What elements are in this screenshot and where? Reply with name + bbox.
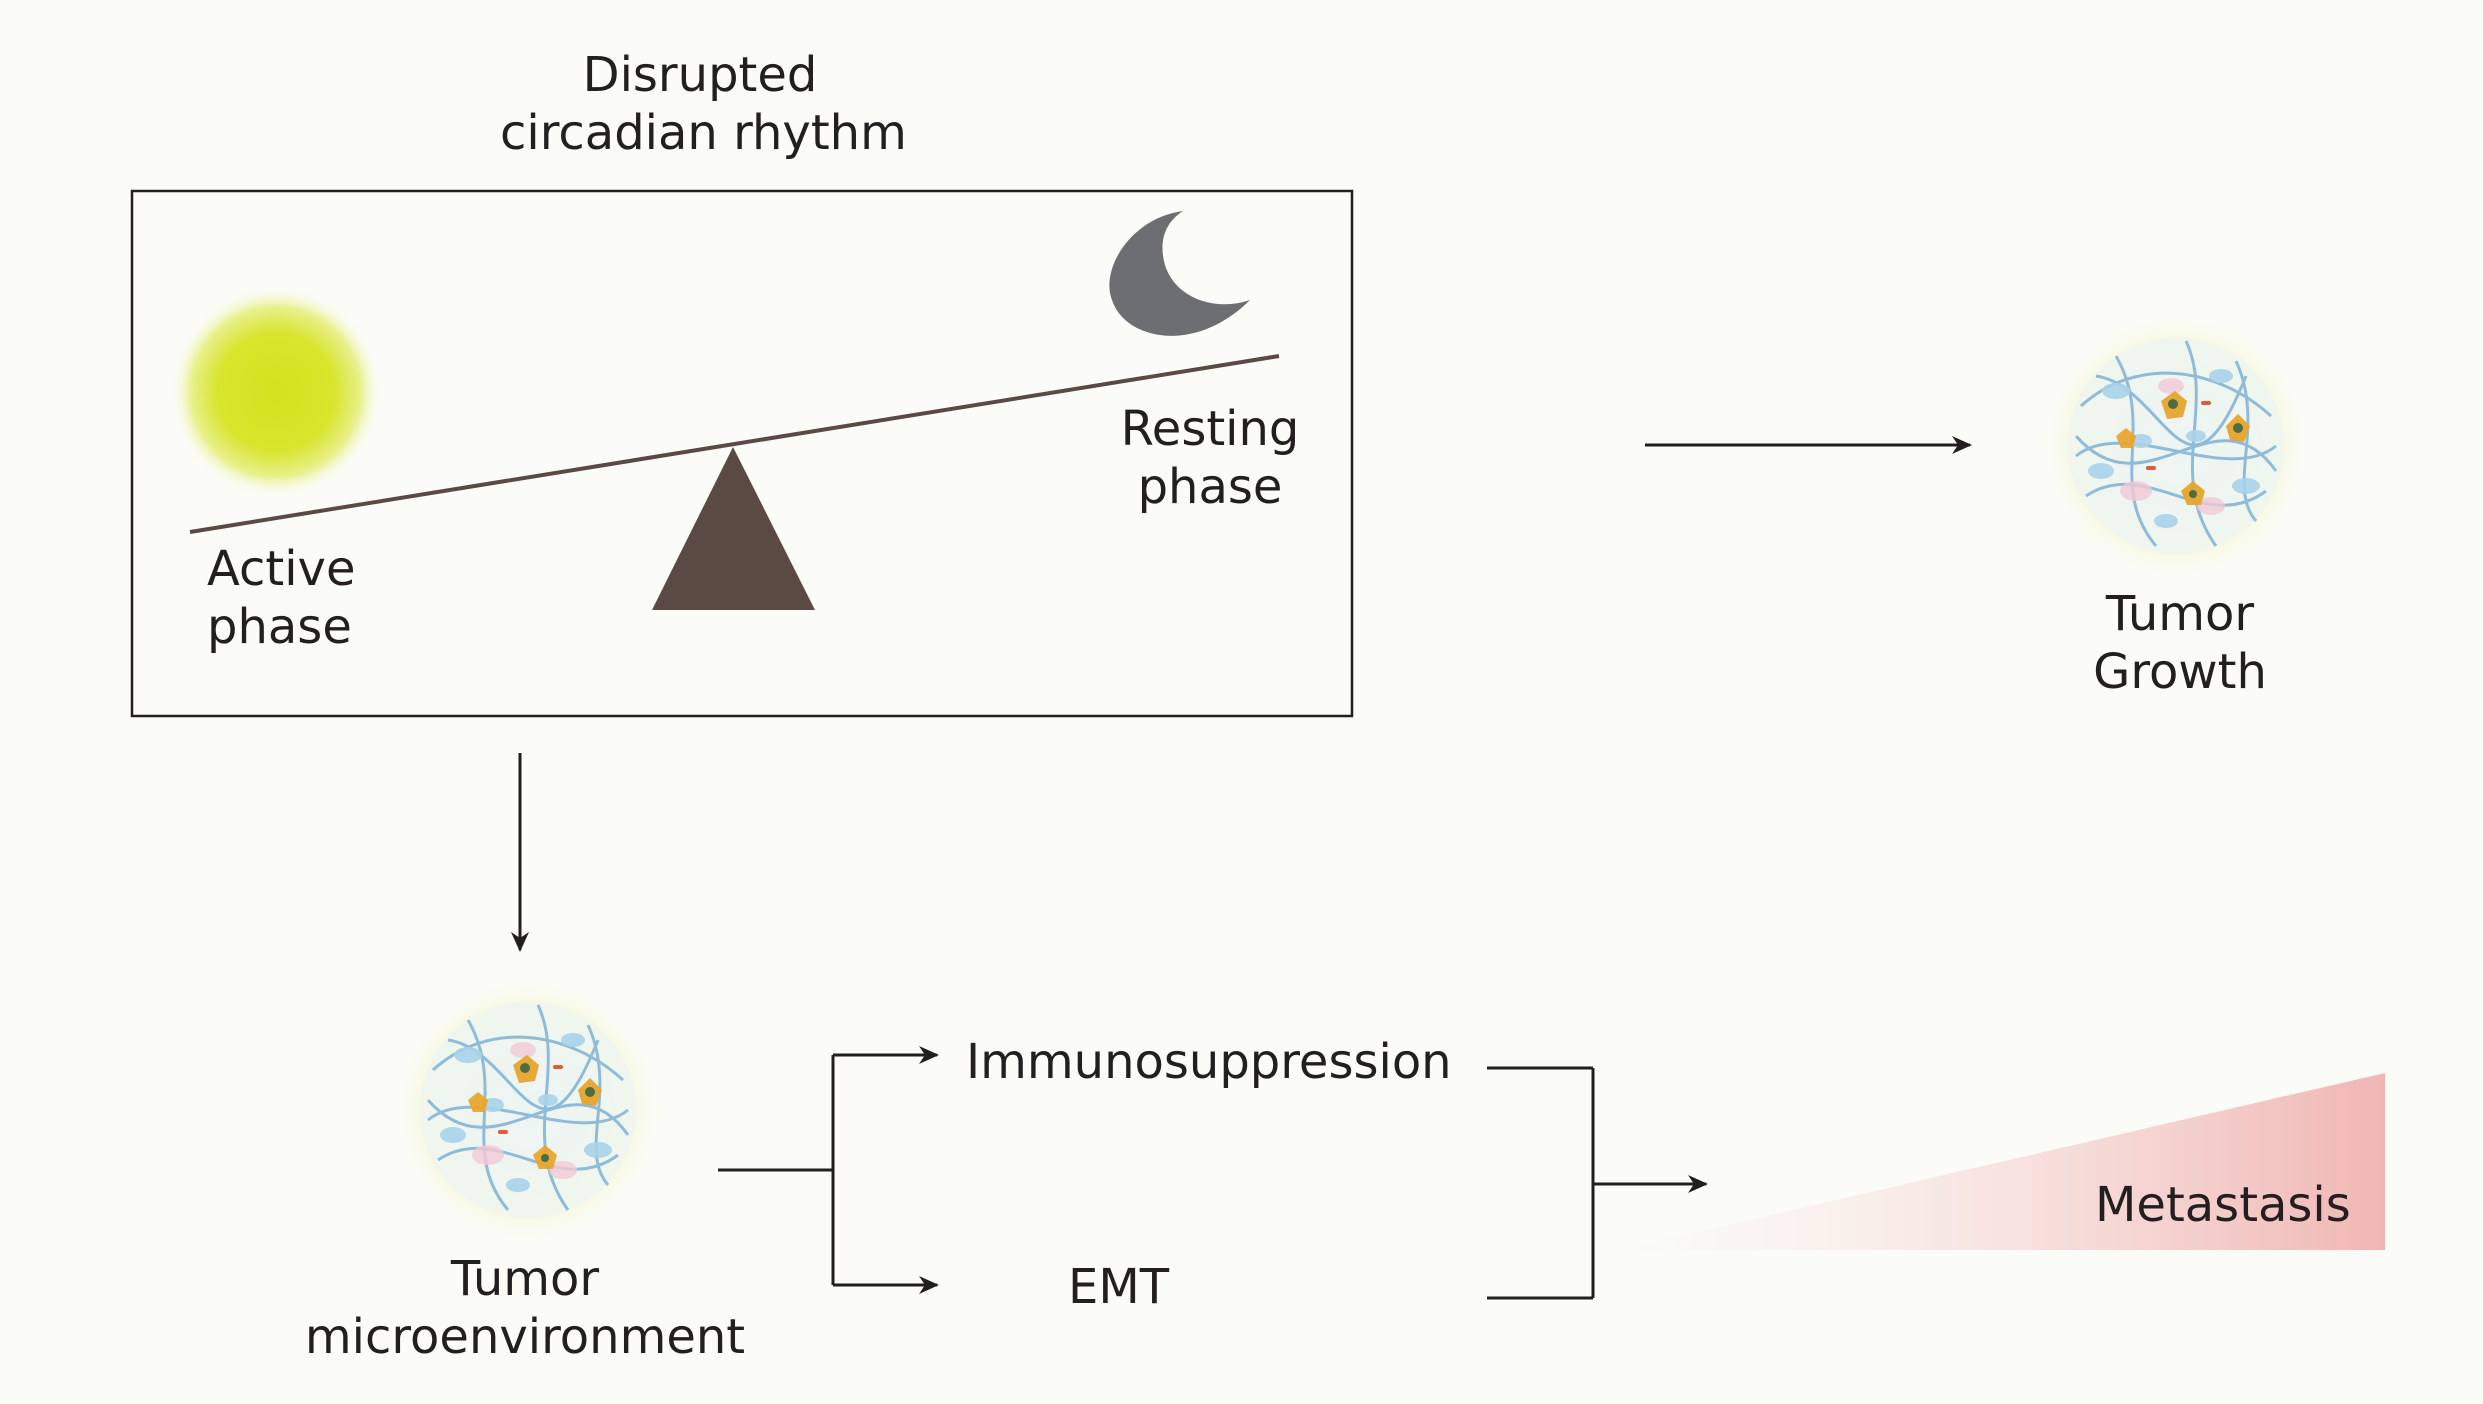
immunosuppression-label: Immunosuppression: [966, 1034, 1452, 1090]
active-label-line-1: Active: [207, 541, 356, 597]
tumor-icon: [2039, 309, 2313, 583]
tumor-growth-line-2: Growth: [2093, 644, 2267, 700]
branch-connector: [718, 1046, 939, 1294]
circadian-box: [130, 189, 1354, 718]
merge-connector: [1487, 1066, 1708, 1300]
resting-phase-label: Resting phase: [1110, 400, 1310, 516]
metastasis-label: Metastasis: [2095, 1177, 2351, 1233]
emt-label: EMT: [1068, 1259, 1170, 1315]
tumor-microenvironment-label: Tumor microenvironment: [300, 1250, 750, 1366]
diagram-title: Disrupted circadian rhythm: [500, 46, 907, 162]
tumor-icon: [391, 973, 665, 1247]
tumor-growth-line-1: Tumor: [2105, 586, 2255, 642]
title-line-2: circadian rhythm: [500, 105, 907, 161]
resting-label-line-2: phase: [1137, 459, 1283, 515]
fulcrum-triangle: [652, 447, 815, 610]
metastasis-wedge: [1620, 1073, 2385, 1250]
active-label-line-2: phase: [207, 599, 352, 655]
resting-label-line-1: Resting: [1120, 401, 1300, 457]
moon-icon: [1109, 211, 1250, 336]
sun-icon: [170, 286, 382, 498]
tumor-growth-label: Tumor Growth: [2060, 585, 2300, 701]
title-line-1: Disrupted: [582, 47, 818, 103]
microenv-line-2: microenvironment: [304, 1309, 746, 1365]
seesaw-beam: [189, 354, 1280, 534]
active-phase-label: Active phase: [207, 540, 355, 656]
microenv-line-1: Tumor: [450, 1251, 600, 1307]
